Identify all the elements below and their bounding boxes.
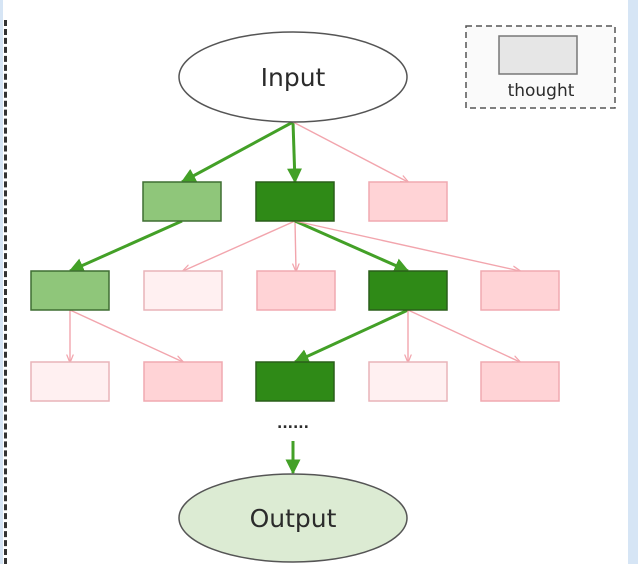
edge-selected (287, 121, 303, 184)
edge-selected (294, 219, 410, 273)
legend-label: thought (508, 81, 575, 101)
thought-node-selected (255, 181, 335, 222)
edge-selected (293, 308, 409, 364)
thought-nodes (30, 181, 560, 402)
thought-node-partial (142, 181, 222, 222)
thought-node-low (143, 270, 223, 311)
edge-selected (68, 219, 183, 273)
output-label: Output (250, 504, 337, 533)
edge-pruned (407, 309, 520, 362)
ellipsis-text: ...... (277, 416, 309, 432)
right-panel-edge (628, 0, 638, 564)
thought-node-high (143, 361, 223, 402)
edge-pruned (69, 309, 183, 362)
edge-pruned (183, 220, 296, 271)
thought-node-high (368, 181, 448, 222)
thought-node-low (368, 361, 448, 402)
dashed-separator (4, 20, 7, 564)
legend-thought-swatch (498, 35, 578, 75)
thought-node-selected (368, 270, 448, 311)
legend: thought (465, 25, 616, 109)
thought-node-high (480, 361, 560, 402)
output-node (178, 473, 408, 563)
edges-layer (68, 120, 520, 475)
thought-node-low (30, 361, 110, 402)
thought-node-high (480, 270, 560, 311)
thought-node-selected (255, 361, 335, 402)
thought-node-partial (30, 270, 110, 311)
left-panel-edge (0, 0, 3, 564)
input-node (178, 31, 408, 123)
thought-node-high (256, 270, 336, 311)
edge-pruned (294, 220, 520, 271)
edge-selected (180, 120, 294, 184)
input-label: Input (261, 63, 326, 92)
edge-pruned (292, 121, 408, 182)
edge-pruned (295, 220, 296, 271)
